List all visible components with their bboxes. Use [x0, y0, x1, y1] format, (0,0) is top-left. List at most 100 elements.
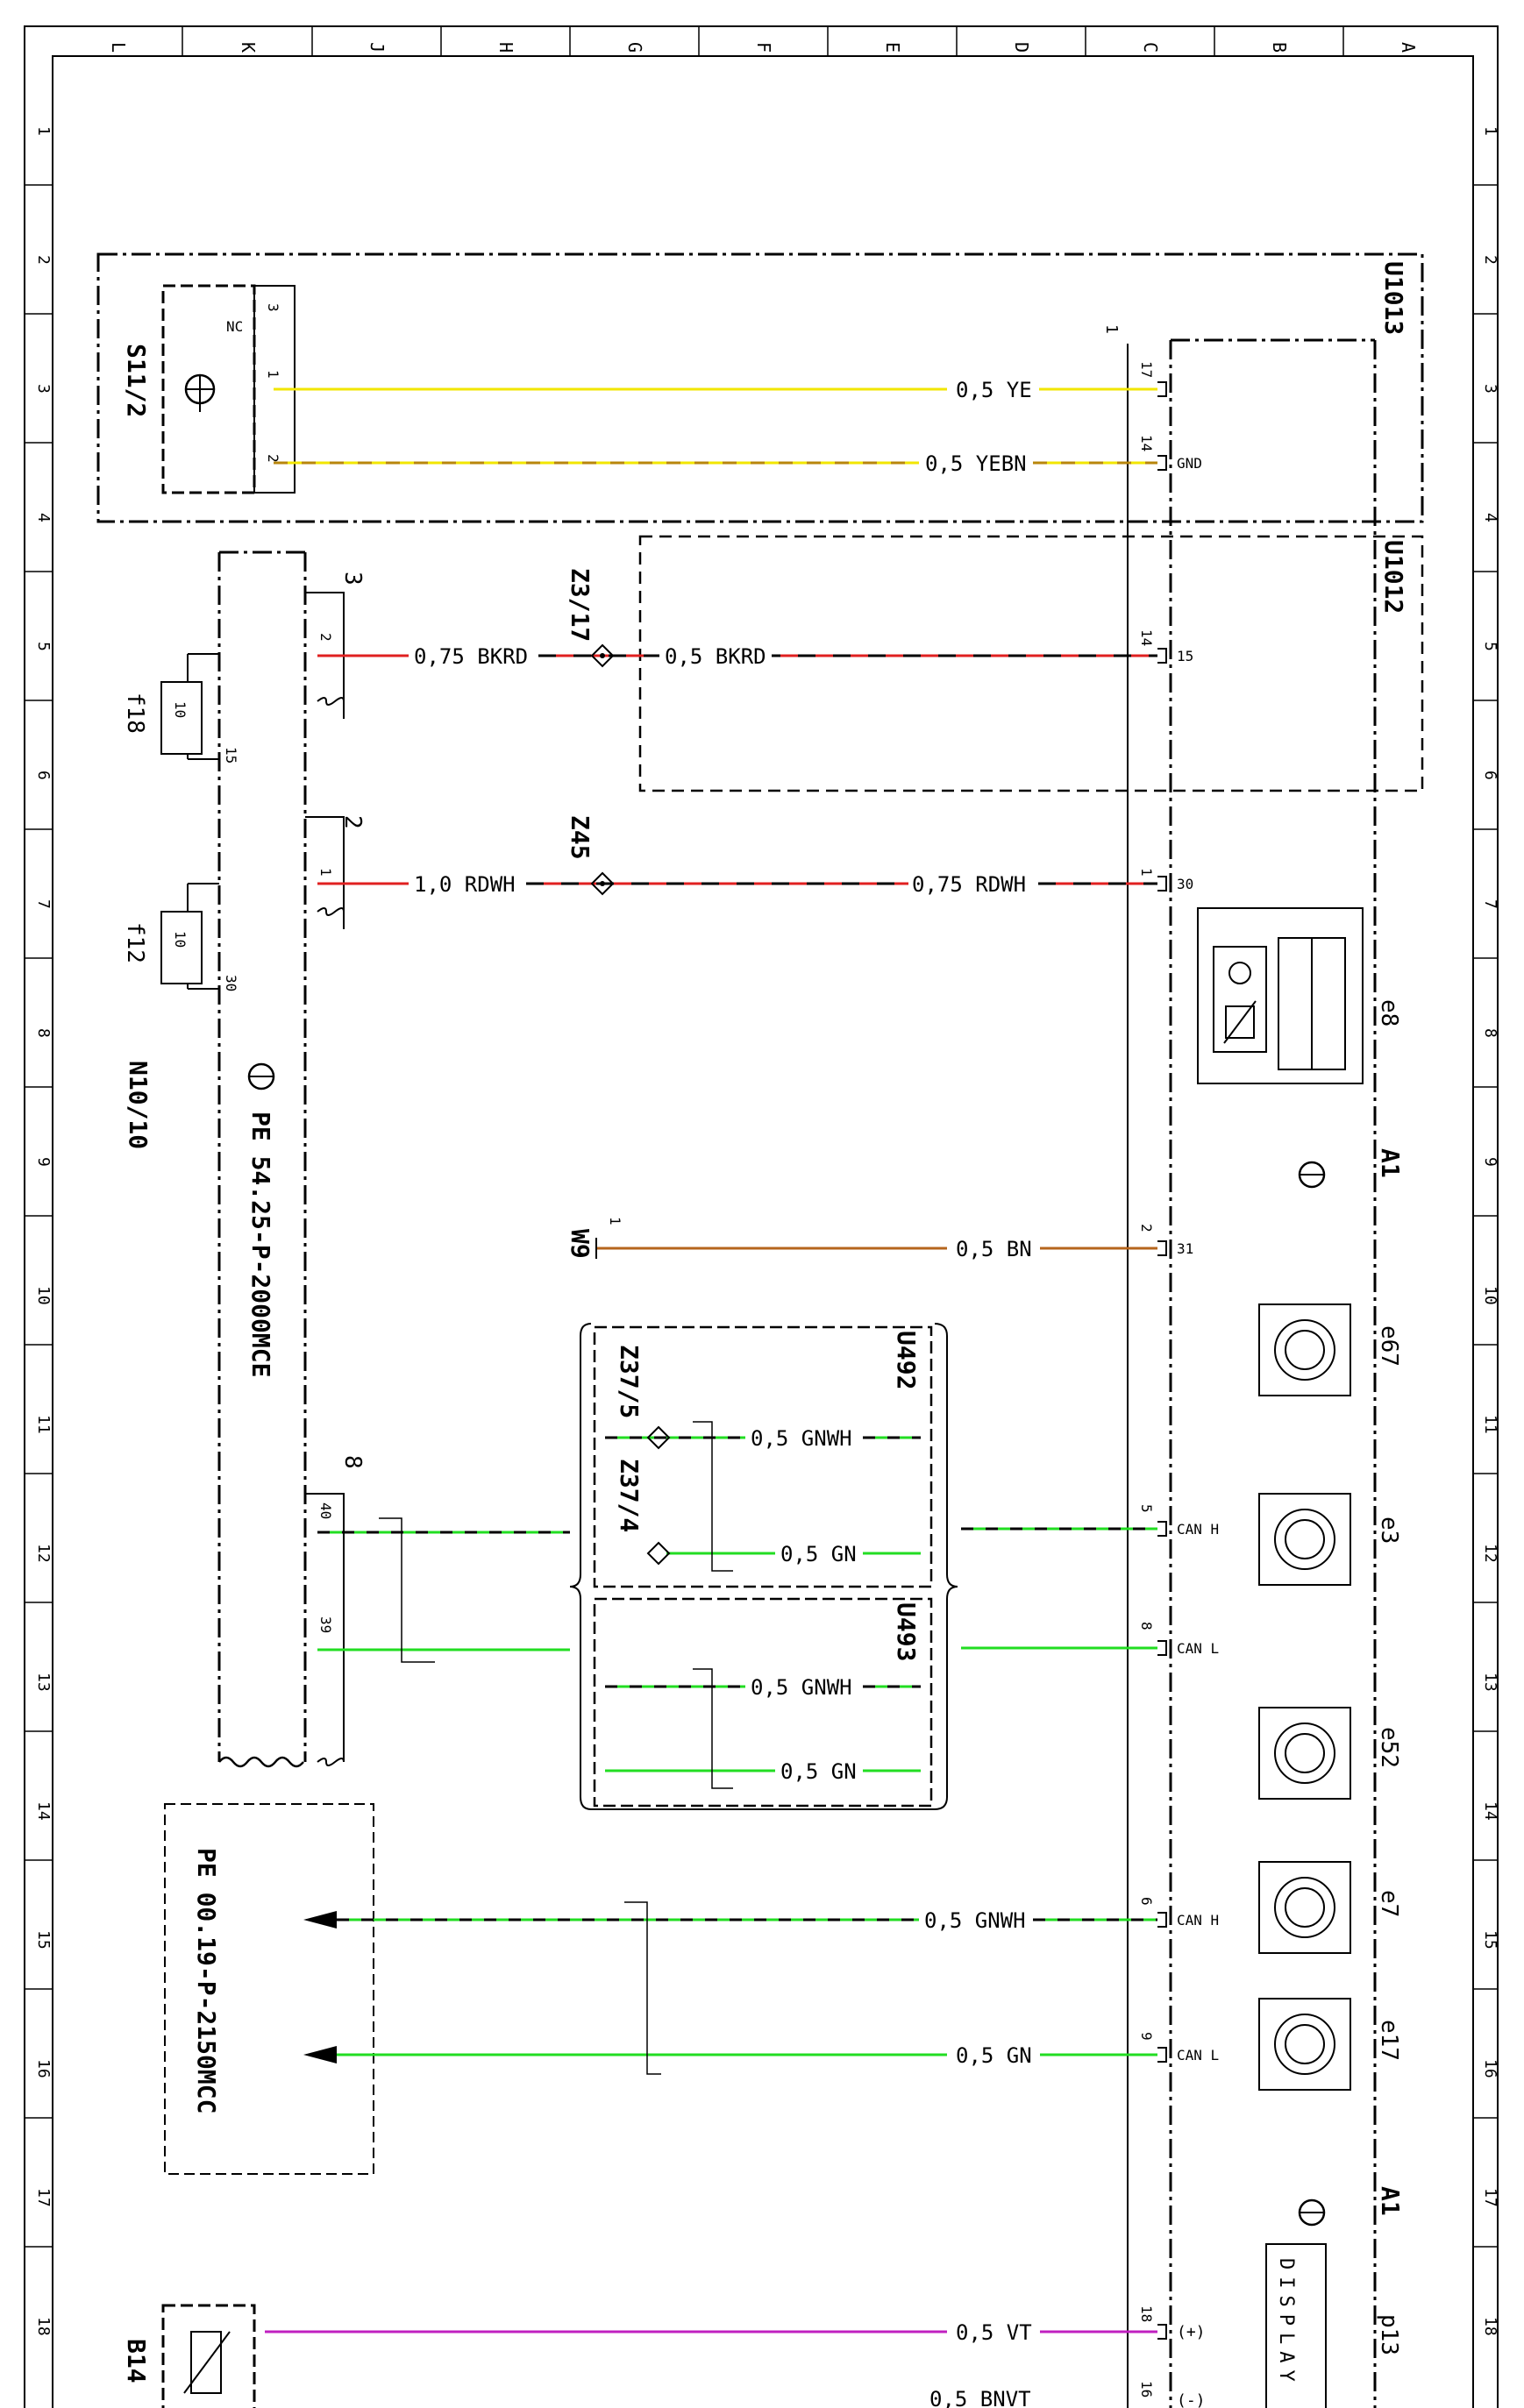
- display-box: [1265, 2243, 1327, 2408]
- wire-bn: [595, 1238, 1157, 1259]
- pe-other-label: PE 00.19-P-2150MCC: [192, 1848, 221, 2113]
- e3-label: e3: [1376, 1517, 1402, 1544]
- n10-10-label: N10/10: [124, 1061, 153, 1149]
- fuse-f12-value: 10: [172, 931, 189, 948]
- col-label-C: C: [1140, 42, 1161, 53]
- z37-5-label: Z37/5: [615, 1345, 644, 1418]
- pin-a1-16: 16: [1138, 2381, 1155, 2397]
- fuse-f12: [160, 883, 219, 990]
- row-label-right-3: 3: [1481, 384, 1499, 394]
- row-label-left-9: 9: [34, 1157, 53, 1167]
- wire-vt-label: 0,5 VT: [956, 2320, 1032, 2345]
- row-label-right-16: 16: [1481, 2059, 1499, 2078]
- z3-17-label: Z3/17: [566, 568, 595, 642]
- pin-n10-2a: 2: [317, 633, 334, 642]
- u1012-box: [638, 535, 1424, 792]
- col-label-H: H: [495, 42, 516, 53]
- row-label-left-6: 6: [34, 771, 53, 780]
- pin-n10-1: 1: [317, 868, 334, 877]
- wire-can-n10: [317, 1517, 570, 1663]
- row-label-left-17: 17: [34, 2188, 53, 2207]
- pin-a1-18: 18: [1138, 2305, 1155, 2322]
- fuse-f18-value: 10: [172, 701, 189, 718]
- row-label-left-12: 12: [34, 1544, 53, 1563]
- pin-a1-14b: 14: [1138, 629, 1155, 646]
- u1013-label: U1013: [1379, 261, 1408, 335]
- col-label-E: E: [882, 42, 903, 53]
- pin-f12-30: 30: [223, 975, 239, 991]
- u493-label: U493: [892, 1602, 921, 1661]
- a1-ground-icon-bottom: [1298, 2198, 1326, 2227]
- row-label-left-13: 13: [34, 1673, 53, 1692]
- e52-label: e52: [1376, 1727, 1402, 1768]
- row-label-right-5: 5: [1481, 642, 1499, 651]
- e67-label: e67: [1376, 1325, 1402, 1367]
- row-label-left-1: 1: [34, 126, 53, 136]
- wire-bn-label: 0,5 BN: [956, 1237, 1032, 1261]
- p13-label: p13: [1376, 2314, 1402, 2355]
- pin-n10-2b: 2: [339, 815, 366, 829]
- row-label-right-2: 2: [1481, 255, 1499, 265]
- wire-bkrd: [317, 643, 1157, 668]
- a1-terminal-stubs: [1157, 381, 1167, 2340]
- wire-gn-pe-label: 0,5 GN: [956, 2043, 1032, 2068]
- row-label-right-11: 11: [1481, 1415, 1499, 1434]
- row-label-left-10: 10: [34, 1286, 53, 1305]
- pin-a1-15: 15: [1177, 648, 1193, 664]
- display-label: DISPLAY: [1275, 2258, 1297, 2389]
- wire-yebn-label: 0,5 YEBN: [925, 451, 1027, 476]
- pin-nc: NC: [226, 318, 243, 335]
- pin-a1-17: 17: [1138, 361, 1155, 378]
- s11-2-label: S11/2: [122, 344, 151, 417]
- u1012-label: U1012: [1379, 540, 1408, 614]
- e7-label: e7: [1376, 1890, 1402, 1917]
- row-label-left-5: 5: [34, 642, 53, 651]
- wire-gnwh-u493-label: 0,5 GNWH: [751, 1675, 852, 1700]
- col-label-J: J: [367, 42, 388, 53]
- a1-label-top: A1: [1376, 1148, 1405, 1178]
- pin-s11-2: 2: [265, 454, 281, 463]
- pin-a1-8: 8: [1138, 1622, 1155, 1630]
- pin-a1-6: 6: [1138, 1897, 1155, 1906]
- pin-a1-gnd: GND: [1177, 455, 1202, 472]
- row-label-right-13: 13: [1481, 1673, 1499, 1692]
- pin-s11-3: 3: [265, 303, 281, 312]
- wire-ye-label: 0,5 YE: [956, 378, 1032, 402]
- row-label-right-18: 18: [1481, 2317, 1499, 2336]
- row-label-left-8: 8: [34, 1028, 53, 1038]
- pin-n10-3: 3: [339, 572, 366, 586]
- a1-ground-icon-top: [1298, 1161, 1326, 1189]
- row-label-right-15: 15: [1481, 1930, 1499, 1950]
- wire-rdwh-label-a: 1,0 RDWH: [414, 872, 516, 897]
- wire-bnvt-label: 0,5 BNVT: [929, 2387, 1031, 2408]
- col-label-B: B: [1269, 42, 1290, 53]
- pin-a1-canl2: CAN L: [1177, 2047, 1219, 2063]
- row-label-right-8: 8: [1481, 1028, 1499, 1038]
- wire-gn-u492-label: 0,5 GN: [780, 1542, 857, 1566]
- wire-can-pe: [303, 1901, 1157, 2075]
- pin-n10-40: 40: [317, 1502, 334, 1519]
- row-label-left-7: 7: [34, 899, 53, 909]
- row-label-left-4: 4: [34, 513, 53, 522]
- lamp-e3: [1258, 1493, 1351, 1586]
- lamp-e67: [1258, 1303, 1351, 1396]
- wire-gnwh-u492-label: 0,5 GNWH: [751, 1426, 852, 1451]
- row-label-right-12: 12: [1481, 1544, 1499, 1563]
- e17-label: e17: [1376, 2020, 1402, 2061]
- wire-rdwh-label-b: 0,75 RDWH: [912, 872, 1026, 897]
- row-label-right-9: 9: [1481, 1157, 1499, 1167]
- lamp-e52: [1258, 1707, 1351, 1800]
- col-label-G: G: [624, 42, 645, 53]
- col-label-A: A: [1398, 42, 1419, 53]
- u492-label: U492: [892, 1331, 921, 1389]
- row-label-left-14: 14: [34, 1801, 53, 1821]
- n10-ground-icon: [247, 1062, 275, 1090]
- pin-a1-plus: (+): [1177, 2323, 1206, 2341]
- row-label-right-10: 10: [1481, 1286, 1499, 1305]
- pin-a1-5: 5: [1138, 1504, 1155, 1513]
- row-label-left-16: 16: [34, 2059, 53, 2078]
- wire-can-a1: [961, 1527, 1157, 1650]
- fuse-f12-label: f12: [122, 922, 148, 963]
- frame: [24, 25, 1499, 2408]
